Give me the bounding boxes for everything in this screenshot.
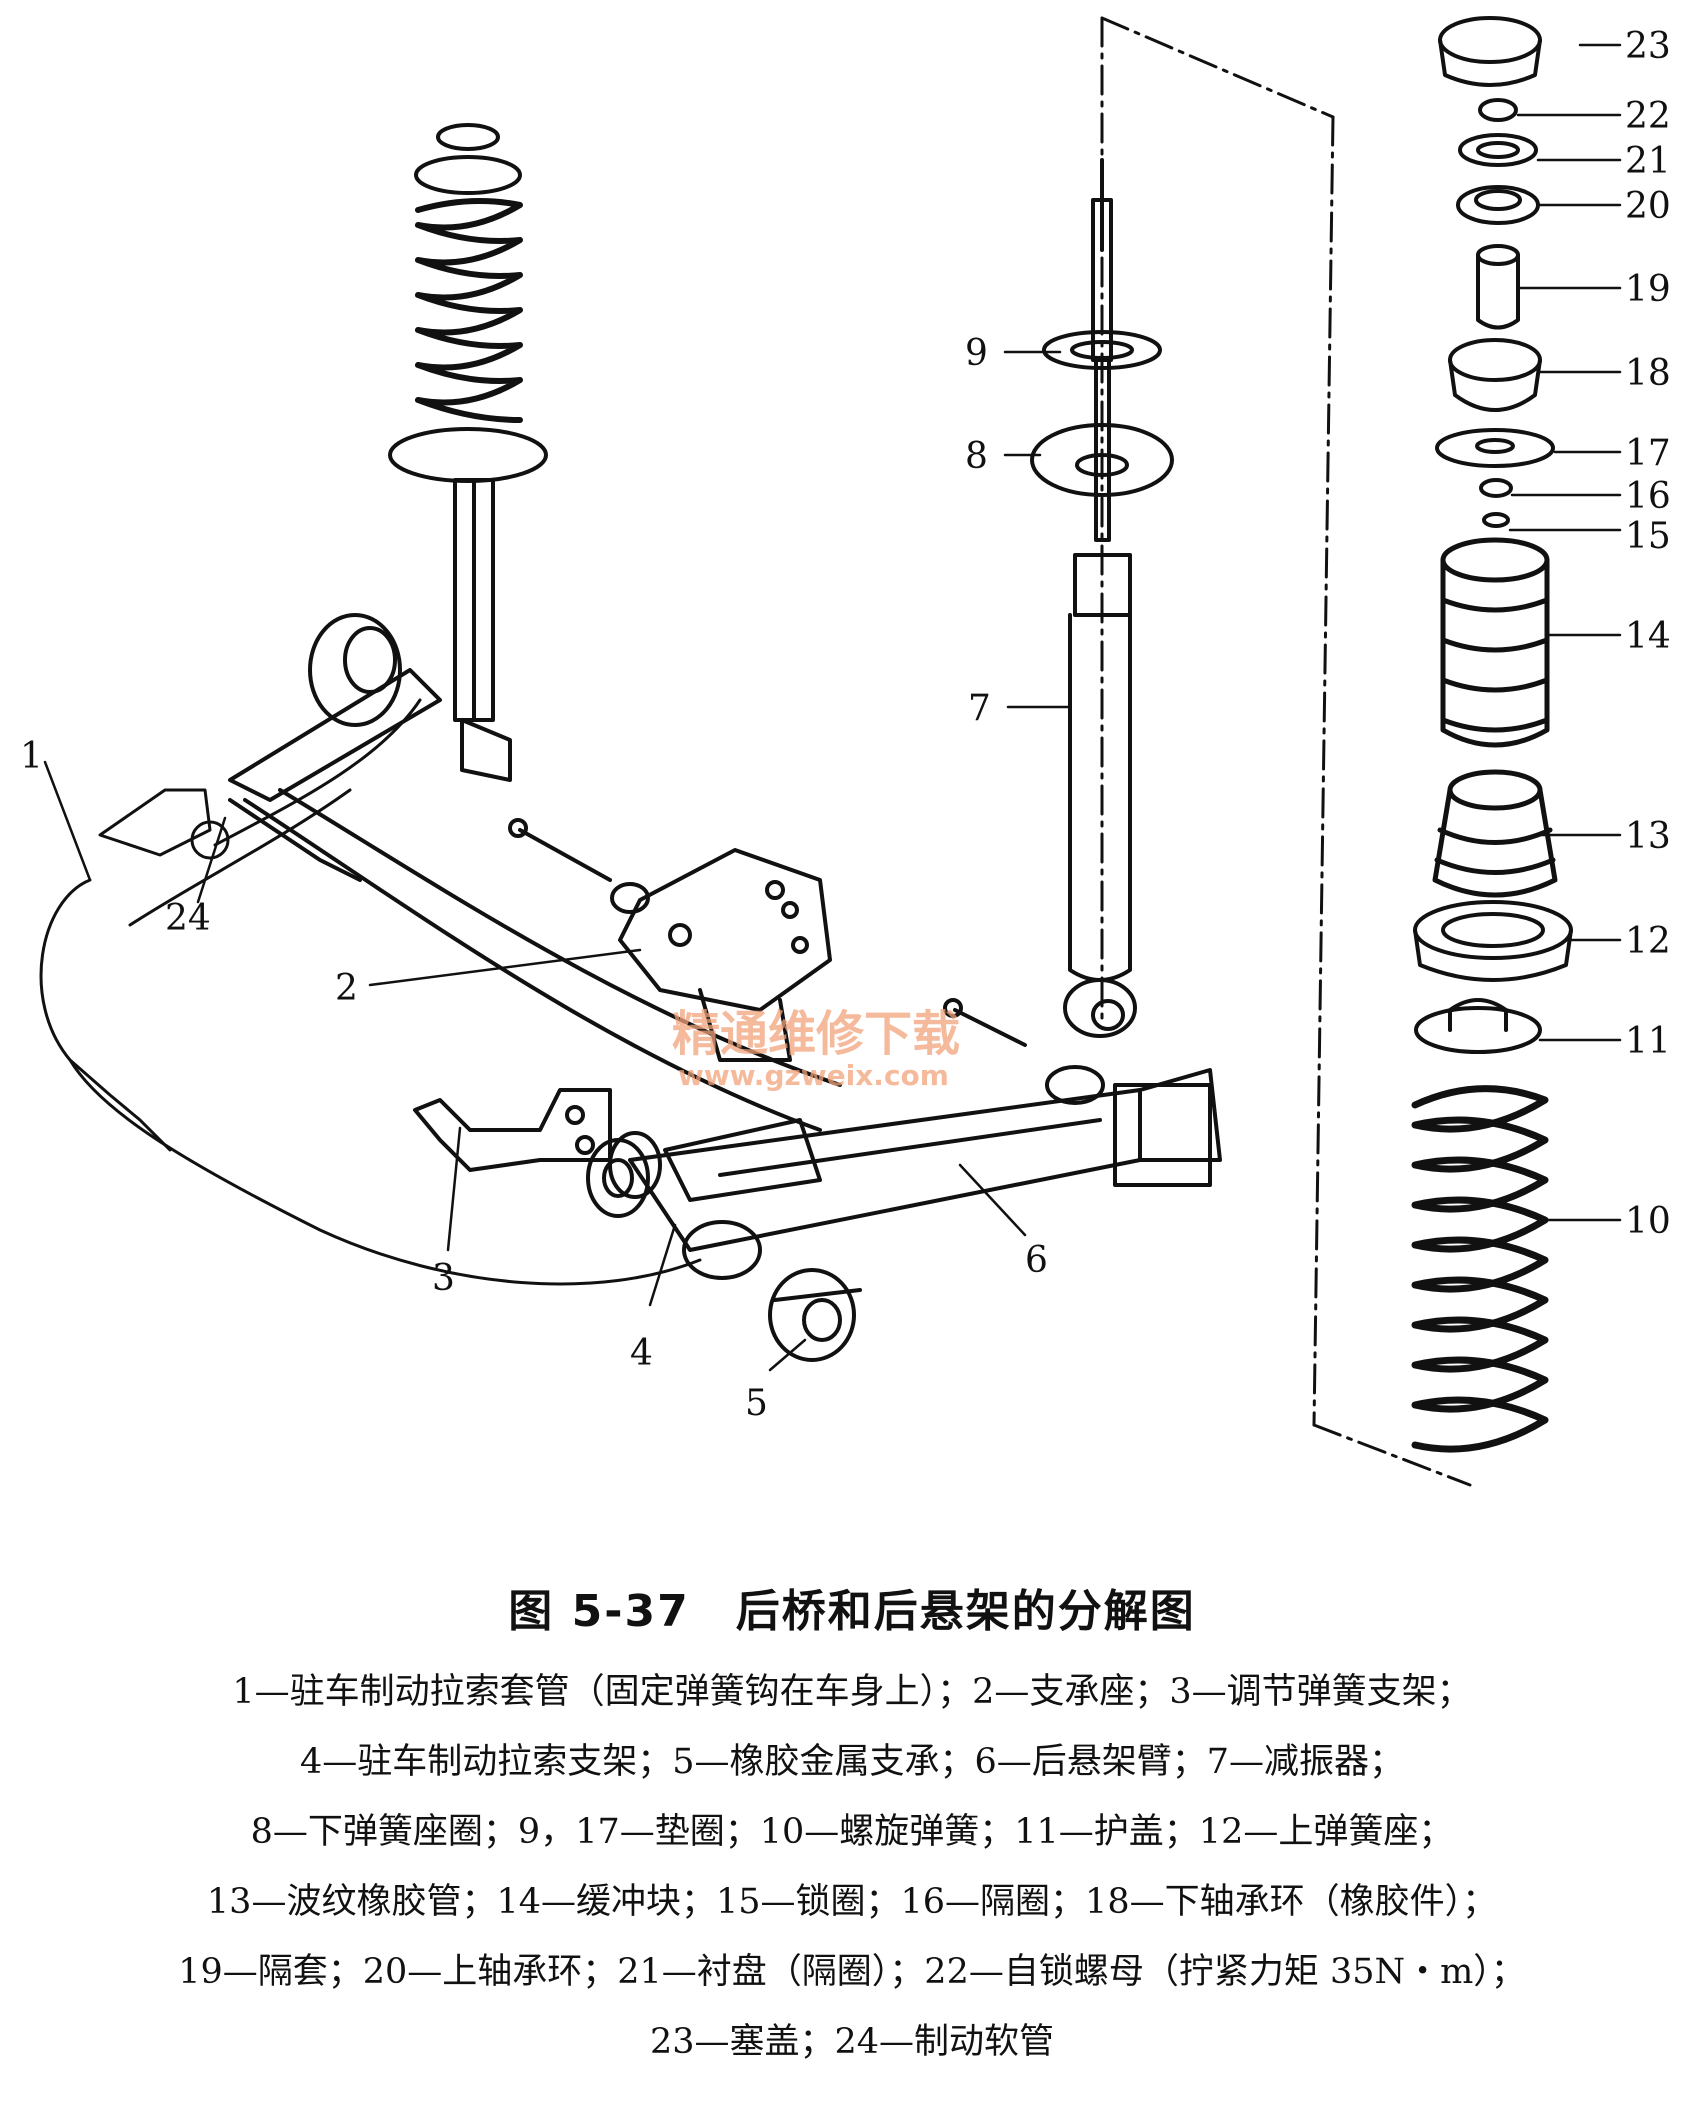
coil-spring: [1411, 1085, 1549, 1453]
callout-20: 20: [1625, 186, 1671, 227]
callout-21: 21: [1625, 141, 1671, 182]
callout-8: 8: [965, 436, 988, 477]
figure-caption: 图 5-37 后桥和后悬架的分解图 1—驻车制动拉索套管（固定弹簧钩在车身上）；…: [0, 1575, 1704, 2077]
dust-boot: [1432, 769, 1558, 898]
rubber-metal-bushing: [768, 1268, 862, 1362]
callout-23: 23: [1625, 26, 1671, 67]
protective-cap: [1414, 998, 1542, 1054]
callout-2: 2: [335, 968, 358, 1009]
callout-11: 11: [1625, 1021, 1671, 1062]
support-bracket: [618, 848, 832, 1062]
callout-18: 18: [1625, 353, 1671, 394]
callout-15: 15: [1625, 516, 1671, 557]
callout-24: 24: [165, 898, 211, 939]
exploded-diagram: 23 22 21 20 19 18 17 16 15 14 13 12 11 1…: [20, 16, 1671, 1487]
callout-12: 12: [1625, 921, 1671, 962]
watermark-url: www.gzweix.com: [678, 1059, 949, 1092]
callout-6: 6: [1025, 1240, 1048, 1281]
upper-spring-seat: [1413, 900, 1573, 982]
spring-bracket: [413, 1088, 612, 1172]
callout-labels: 23 22 21 20 19 18 17 16 15 14 13 12 11 1…: [20, 26, 1671, 1424]
callout-14: 14: [1625, 616, 1671, 657]
assembly-axis: [1100, 16, 1472, 1487]
callout-16: 16: [1625, 476, 1671, 517]
legend-line-4: 13—波纹橡胶管；14—缓冲块；15—锁圈；16—隔圈；18—下轴承环（橡胶件）…: [206, 1882, 1498, 1922]
bump-stop: [1440, 537, 1550, 748]
legend-line-5: 19—隔套；20—上轴承环；21—衬盘（隔圈）；22—自锁螺母（拧紧力矩 35N…: [178, 1952, 1526, 1992]
legend-line-6: 23—塞盖；24—制动软管: [649, 2022, 1055, 2062]
watermark-text: 精通维修下载: [672, 1006, 960, 1062]
watermark: 精通维修下载 www.gzweix.com: [672, 1006, 960, 1092]
cable-bracket: [586, 1118, 822, 1218]
callout-7: 7: [968, 688, 991, 729]
legend-line-1: 1—驻车制动拉索套管（固定弹簧钩在车身上）；2—支承座；3—调节弹簧支架；: [232, 1672, 1472, 1712]
callout-19: 19: [1625, 269, 1671, 310]
bolts: [508, 818, 1027, 1047]
legend-line-3: 8—下弹簧座圈；9，17—垫圈；10—螺旋弹簧；11—护盖；12—上弹簧座；: [250, 1812, 1454, 1852]
callout-3: 3: [432, 1258, 455, 1299]
legend-line-2: 4—驻车制动拉索支架；5—橡胶金属支承；6—后悬架臂；7—减振器；: [299, 1742, 1405, 1782]
callout-13: 13: [1625, 816, 1671, 857]
callout-9: 9: [965, 333, 988, 374]
callout-4: 4: [630, 1333, 653, 1374]
caption-title: 图 5-37 后桥和后悬架的分解图: [508, 1586, 1196, 1637]
callout-5: 5: [745, 1383, 768, 1424]
leader-lines: [43, 43, 1622, 1372]
rear-axle-beam: [228, 613, 1222, 1280]
left-strut-assembly: [388, 123, 548, 782]
callout-1: 1: [20, 736, 43, 777]
parking-brake-cable: [39, 698, 702, 1286]
callout-10: 10: [1625, 1201, 1671, 1242]
shock-absorber: [1030, 158, 1174, 1038]
callout-22: 22: [1625, 96, 1671, 137]
callout-17: 17: [1625, 433, 1671, 474]
upper-mount-parts: [1435, 16, 1555, 528]
